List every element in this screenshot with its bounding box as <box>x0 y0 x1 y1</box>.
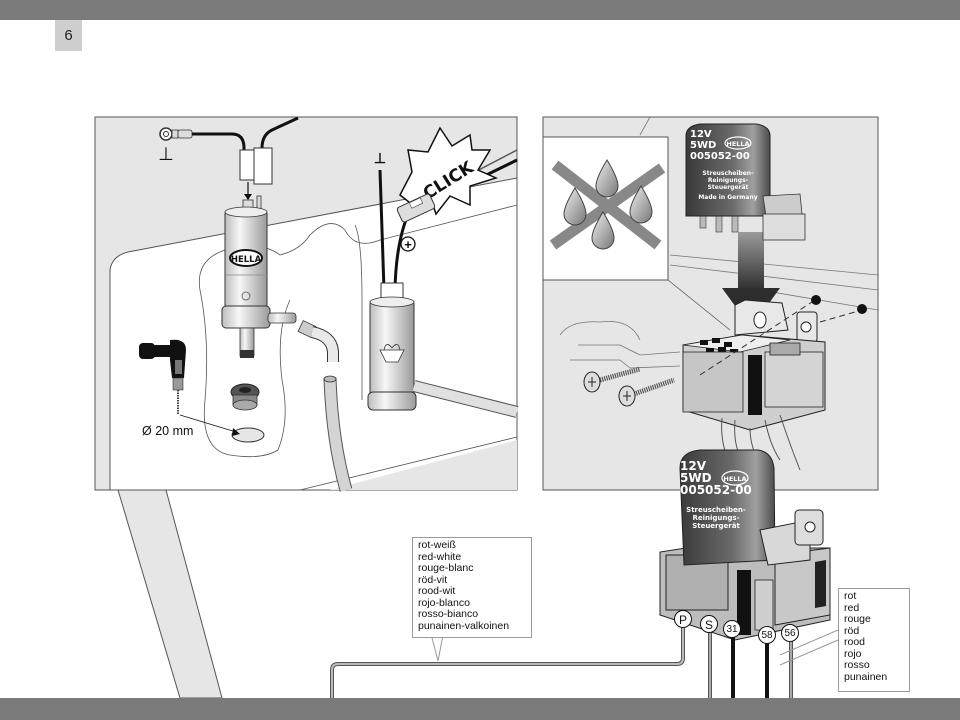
callout-line: red-white <box>418 550 462 563</box>
plus-label: + <box>404 237 412 252</box>
callout-line: punainen <box>844 670 888 683</box>
drill-diameter-label: Ø 20 mm <box>142 424 194 438</box>
grommet <box>230 383 260 411</box>
callout-red: rot red rouge röd rood rojo rosso punain… <box>838 588 910 692</box>
relay-top-part-number: 005052-00 <box>690 151 750 162</box>
relay-bottom-part-number: 005052-00 <box>680 483 752 497</box>
relay-top-desc-line: Streuscheiben- <box>702 170 754 177</box>
washer-pump-hella: HELLA <box>221 195 297 358</box>
relay-socket <box>682 299 826 471</box>
relay-top-origin: Made in Germany <box>698 194 758 201</box>
relay-top-voltage: 12V <box>690 129 712 140</box>
pump-brand-logo: HELLA <box>231 255 262 265</box>
screw-2 <box>618 377 675 407</box>
fuse-clip <box>762 193 806 241</box>
hose-elbow <box>297 320 353 492</box>
drill-icon <box>139 339 186 414</box>
callout-line: rosso-bianco <box>418 608 479 620</box>
plus-icon <box>400 236 416 252</box>
relay-wires <box>330 628 793 698</box>
ground-symbol-cable: ⊥ <box>158 144 174 164</box>
callout-line: rood-wit <box>418 585 456 597</box>
ground-cable <box>159 116 299 152</box>
relay-top-model: 5WD <box>690 140 717 151</box>
terminal-56: 56 <box>781 624 799 642</box>
relay-top-brand: HELLA <box>726 140 749 148</box>
relay-top-label: 12V 5WD 005052-00 <box>690 129 750 162</box>
callout-line: rojo-blanco <box>418 596 470 609</box>
callout-line: rouge-blanc <box>418 562 474 574</box>
drill-hole <box>231 427 265 443</box>
relay-top-desc-line: Steuergerät <box>707 184 749 191</box>
relay-bottom-label: 12V 5WD 005052-00 <box>680 460 752 496</box>
leader-funnel <box>117 489 223 699</box>
drill-arrow <box>179 414 237 433</box>
no-water-icon <box>549 159 666 250</box>
terminal-31: 31 <box>723 620 741 638</box>
washer-pump-2 <box>367 282 519 418</box>
relay-bottom-description: Streuscheiben- Reinigungs- Steuergerät <box>680 506 752 530</box>
relay-bottom-desc-line: Streuscheiben- <box>686 506 746 514</box>
callout-line: red <box>844 601 860 614</box>
callout-line: punainen-valkoinen <box>418 619 510 632</box>
relay-top-desc-line: Reinigungs- <box>707 177 749 184</box>
relay-top: HELLA <box>685 123 771 233</box>
callout-line: rot <box>844 590 857 602</box>
callout-line: rood <box>844 636 866 648</box>
callout-line: röd-vit <box>418 573 448 586</box>
bottom-bar <box>0 698 960 720</box>
plug-connector <box>239 147 273 200</box>
terminal-p: P <box>674 610 692 628</box>
callout-line: rosso <box>844 659 870 671</box>
callout-line: rouge <box>844 613 871 625</box>
ground-symbol-pump: ⊥ <box>374 150 386 166</box>
terminal-s: S <box>700 615 718 633</box>
callout-right-pointer-2 <box>779 639 839 666</box>
callout-line: rot-weiß <box>418 539 456 551</box>
callout-line: röd <box>844 624 860 637</box>
page-number: 6 <box>55 20 82 51</box>
callout-red-white: rot-weiß red-white rouge-blanc röd-vit r… <box>412 537 532 638</box>
relay-bottom-desc-line: Steuergerät <box>692 522 740 530</box>
callout-line: rojo <box>844 647 862 660</box>
callout-right-pointer-1 <box>779 629 839 656</box>
relay-bottom-voltage: 12V <box>680 459 706 473</box>
mount-points <box>699 295 867 376</box>
terminal-58: 58 <box>758 626 776 644</box>
relay-bottom: HELLA <box>659 449 831 641</box>
connector-plug <box>396 193 436 223</box>
relay-bottom-brand: HELLA <box>723 475 746 483</box>
relay-top-description: Streuscheiben- Reinigungs- Steuergerät M… <box>688 170 768 201</box>
screw-1 <box>583 366 641 393</box>
relay-bottom-model: 5WD <box>680 471 712 485</box>
top-bar <box>0 0 960 20</box>
relay-bottom-desc-line: Reinigungs- <box>692 514 740 522</box>
